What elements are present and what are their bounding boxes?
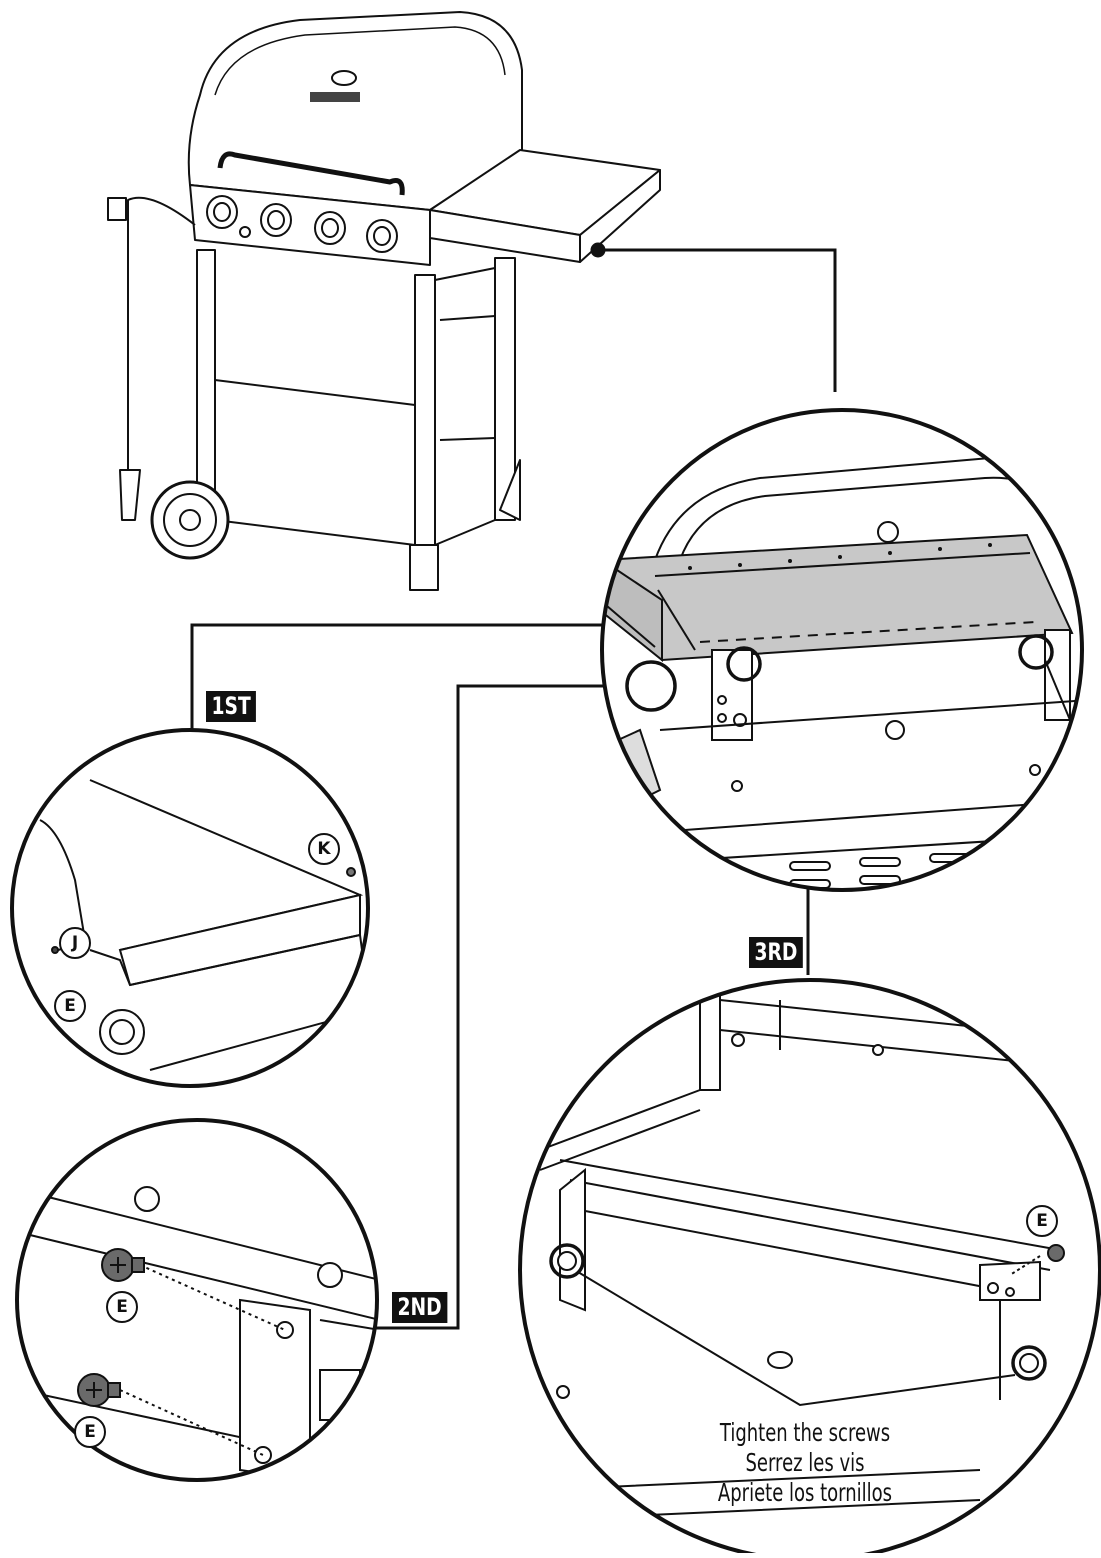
step-2-label: 2ND (392, 1292, 448, 1323)
step-3-label: 3RD (749, 937, 803, 968)
instruction-es: Apriete los tornillos (717, 1478, 893, 1507)
part-e-callout: E (1026, 1205, 1058, 1237)
grill-illustration (107, 11, 661, 591)
detail-circle-step2 (15, 1118, 379, 1482)
detail-circle-step1 (10, 728, 370, 1088)
part-e-callout: E (106, 1291, 138, 1323)
detail-circle-overview (600, 408, 1084, 892)
instruction-en: Tighten the screws (719, 1418, 891, 1447)
part-j-callout: J (59, 927, 91, 959)
part-k-callout: K (308, 833, 340, 865)
instruction-fr: Serrez les vis (745, 1448, 865, 1477)
detail-circle-step3 (518, 978, 1101, 1558)
step-1-label: 1ST (206, 691, 257, 722)
part-e-callout: E (74, 1416, 106, 1448)
tighten-instructions: Tighten the screws Serrez les vis Apriet… (655, 1418, 955, 1508)
part-e-callout: E (54, 990, 86, 1022)
